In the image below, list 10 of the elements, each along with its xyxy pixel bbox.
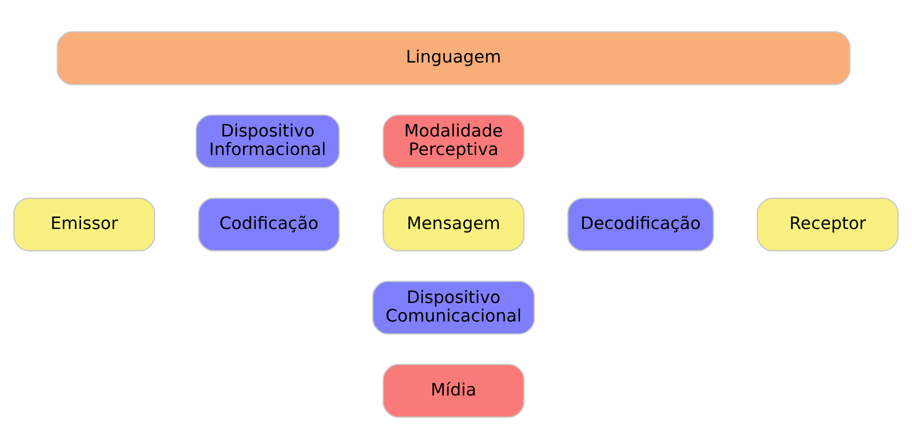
node-box: Mídia xyxy=(382,363,524,418)
node-box: Emissor xyxy=(13,197,156,251)
node-box: Decodificação xyxy=(567,197,714,251)
node-box: Modalidade Perceptiva xyxy=(382,114,524,168)
node-box: Dispositivo Comunicacional xyxy=(372,280,535,334)
node-box: Mensagem xyxy=(382,197,524,251)
node-box: Dispositivo Informacional xyxy=(196,114,340,168)
node-box: Receptor xyxy=(756,197,899,251)
node-box: Linguagem xyxy=(56,30,850,85)
node-box: Codificação xyxy=(198,197,340,251)
